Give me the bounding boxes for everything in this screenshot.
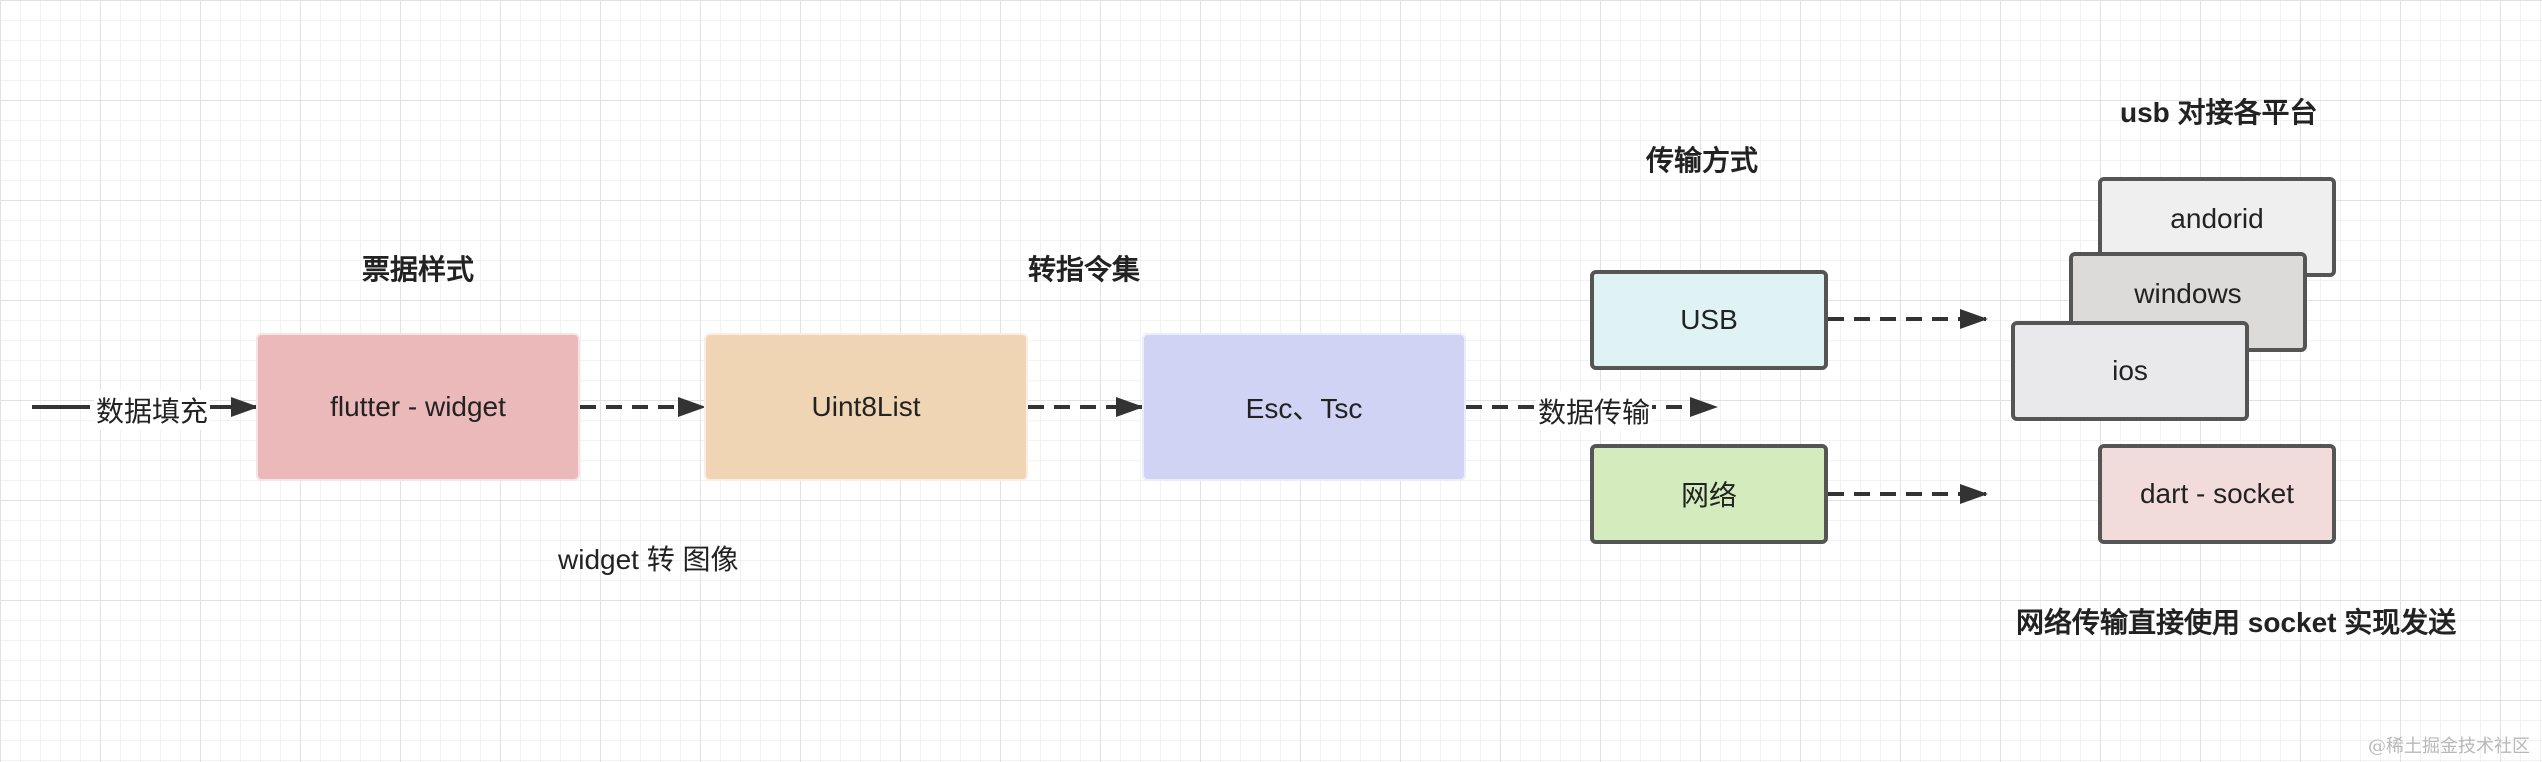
- node-usb: USB: [1590, 270, 1828, 370]
- node-uint8list-label: Uint8List: [811, 391, 921, 422]
- node-windows-label: windows: [2134, 278, 2242, 309]
- label-transfer-method: 传输方式: [1646, 145, 1759, 176]
- node-network: 网络: [1590, 444, 1828, 544]
- node-uint8list: Uint8List: [704, 333, 1028, 481]
- node-flutter-widget-label: flutter - widget: [330, 391, 506, 422]
- node-esc-tsc: Esc、Tsc: [1142, 333, 1466, 481]
- label-fill-data: 数据填充: [94, 390, 211, 430]
- node-dart-socket: dart - socket: [2098, 444, 2336, 544]
- label-widget-to-image: widget 转 图像: [558, 544, 739, 575]
- node-usb-label: USB: [1680, 304, 1738, 335]
- node-network-label: 网络: [1680, 480, 1737, 511]
- label-network-socket-note: 网络传输直接使用 socket 实现发送: [2016, 607, 2457, 638]
- label-receipt-style: 票据样式: [362, 254, 475, 285]
- watermark: @稀土掘金技术社区: [2368, 736, 2530, 757]
- node-dart-socket-label: dart - socket: [2139, 478, 2295, 509]
- label-to-instruction-set: 转指令集: [1028, 254, 1141, 285]
- node-esc-tsc-label: Esc、Tsc: [1245, 393, 1363, 424]
- label-usb-platforms: usb 对接各平台: [2120, 97, 2318, 128]
- node-ios: ios: [2011, 321, 2249, 421]
- node-ios-label: ios: [2112, 355, 2148, 386]
- label-data-transfer: 数据传输: [1536, 391, 1653, 431]
- node-android-label: andorid: [2170, 203, 2264, 234]
- node-flutter-widget: flutter - widget: [256, 333, 580, 481]
